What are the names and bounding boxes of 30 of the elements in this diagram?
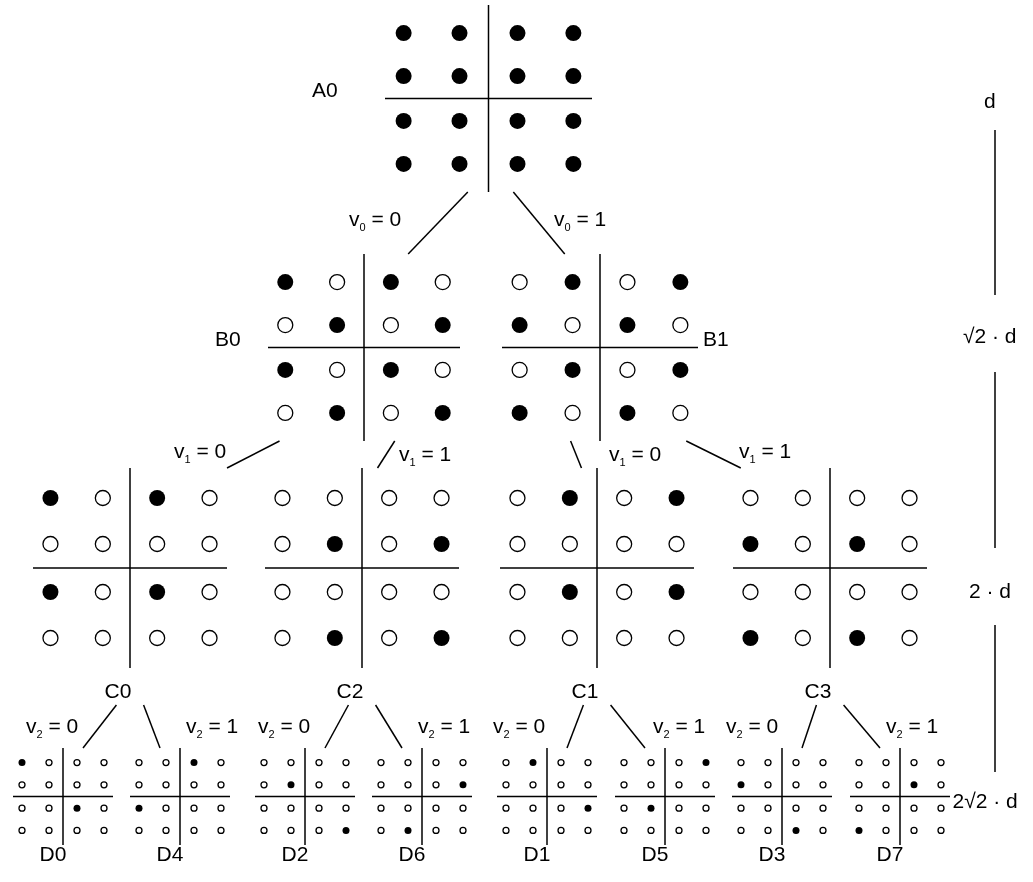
node-label: C0 <box>104 679 132 701</box>
node-label: C3 <box>804 679 832 701</box>
node-label: D4 <box>156 842 184 864</box>
connector-line <box>376 440 396 469</box>
node-label: D6 <box>398 842 426 864</box>
connector-line <box>82 704 118 749</box>
node-label: B0 <box>215 327 241 349</box>
node-label: B1 <box>703 327 729 349</box>
node-label: C2 <box>336 679 364 701</box>
connector-line <box>407 191 469 255</box>
node-label: D5 <box>641 842 669 864</box>
node-label: D7 <box>876 842 904 864</box>
connector-line <box>569 440 583 469</box>
node-label: D1 <box>523 842 551 864</box>
connector-line <box>226 440 281 469</box>
node-label: D3 <box>758 842 786 864</box>
connector-line <box>374 704 403 749</box>
node-label: D2 <box>281 842 309 864</box>
connector-line <box>512 191 566 255</box>
distance-label: √2 · d <box>963 324 1017 346</box>
connector-line <box>801 704 818 749</box>
connector-line <box>685 440 742 469</box>
connector-line <box>142 704 161 749</box>
connector-line <box>324 704 350 749</box>
node-label: A0 <box>312 78 338 100</box>
connector-line <box>842 704 881 749</box>
connector-line <box>566 704 585 749</box>
connector-line <box>609 704 646 749</box>
node-label: D0 <box>39 842 67 864</box>
node-label: C1 <box>571 679 599 701</box>
